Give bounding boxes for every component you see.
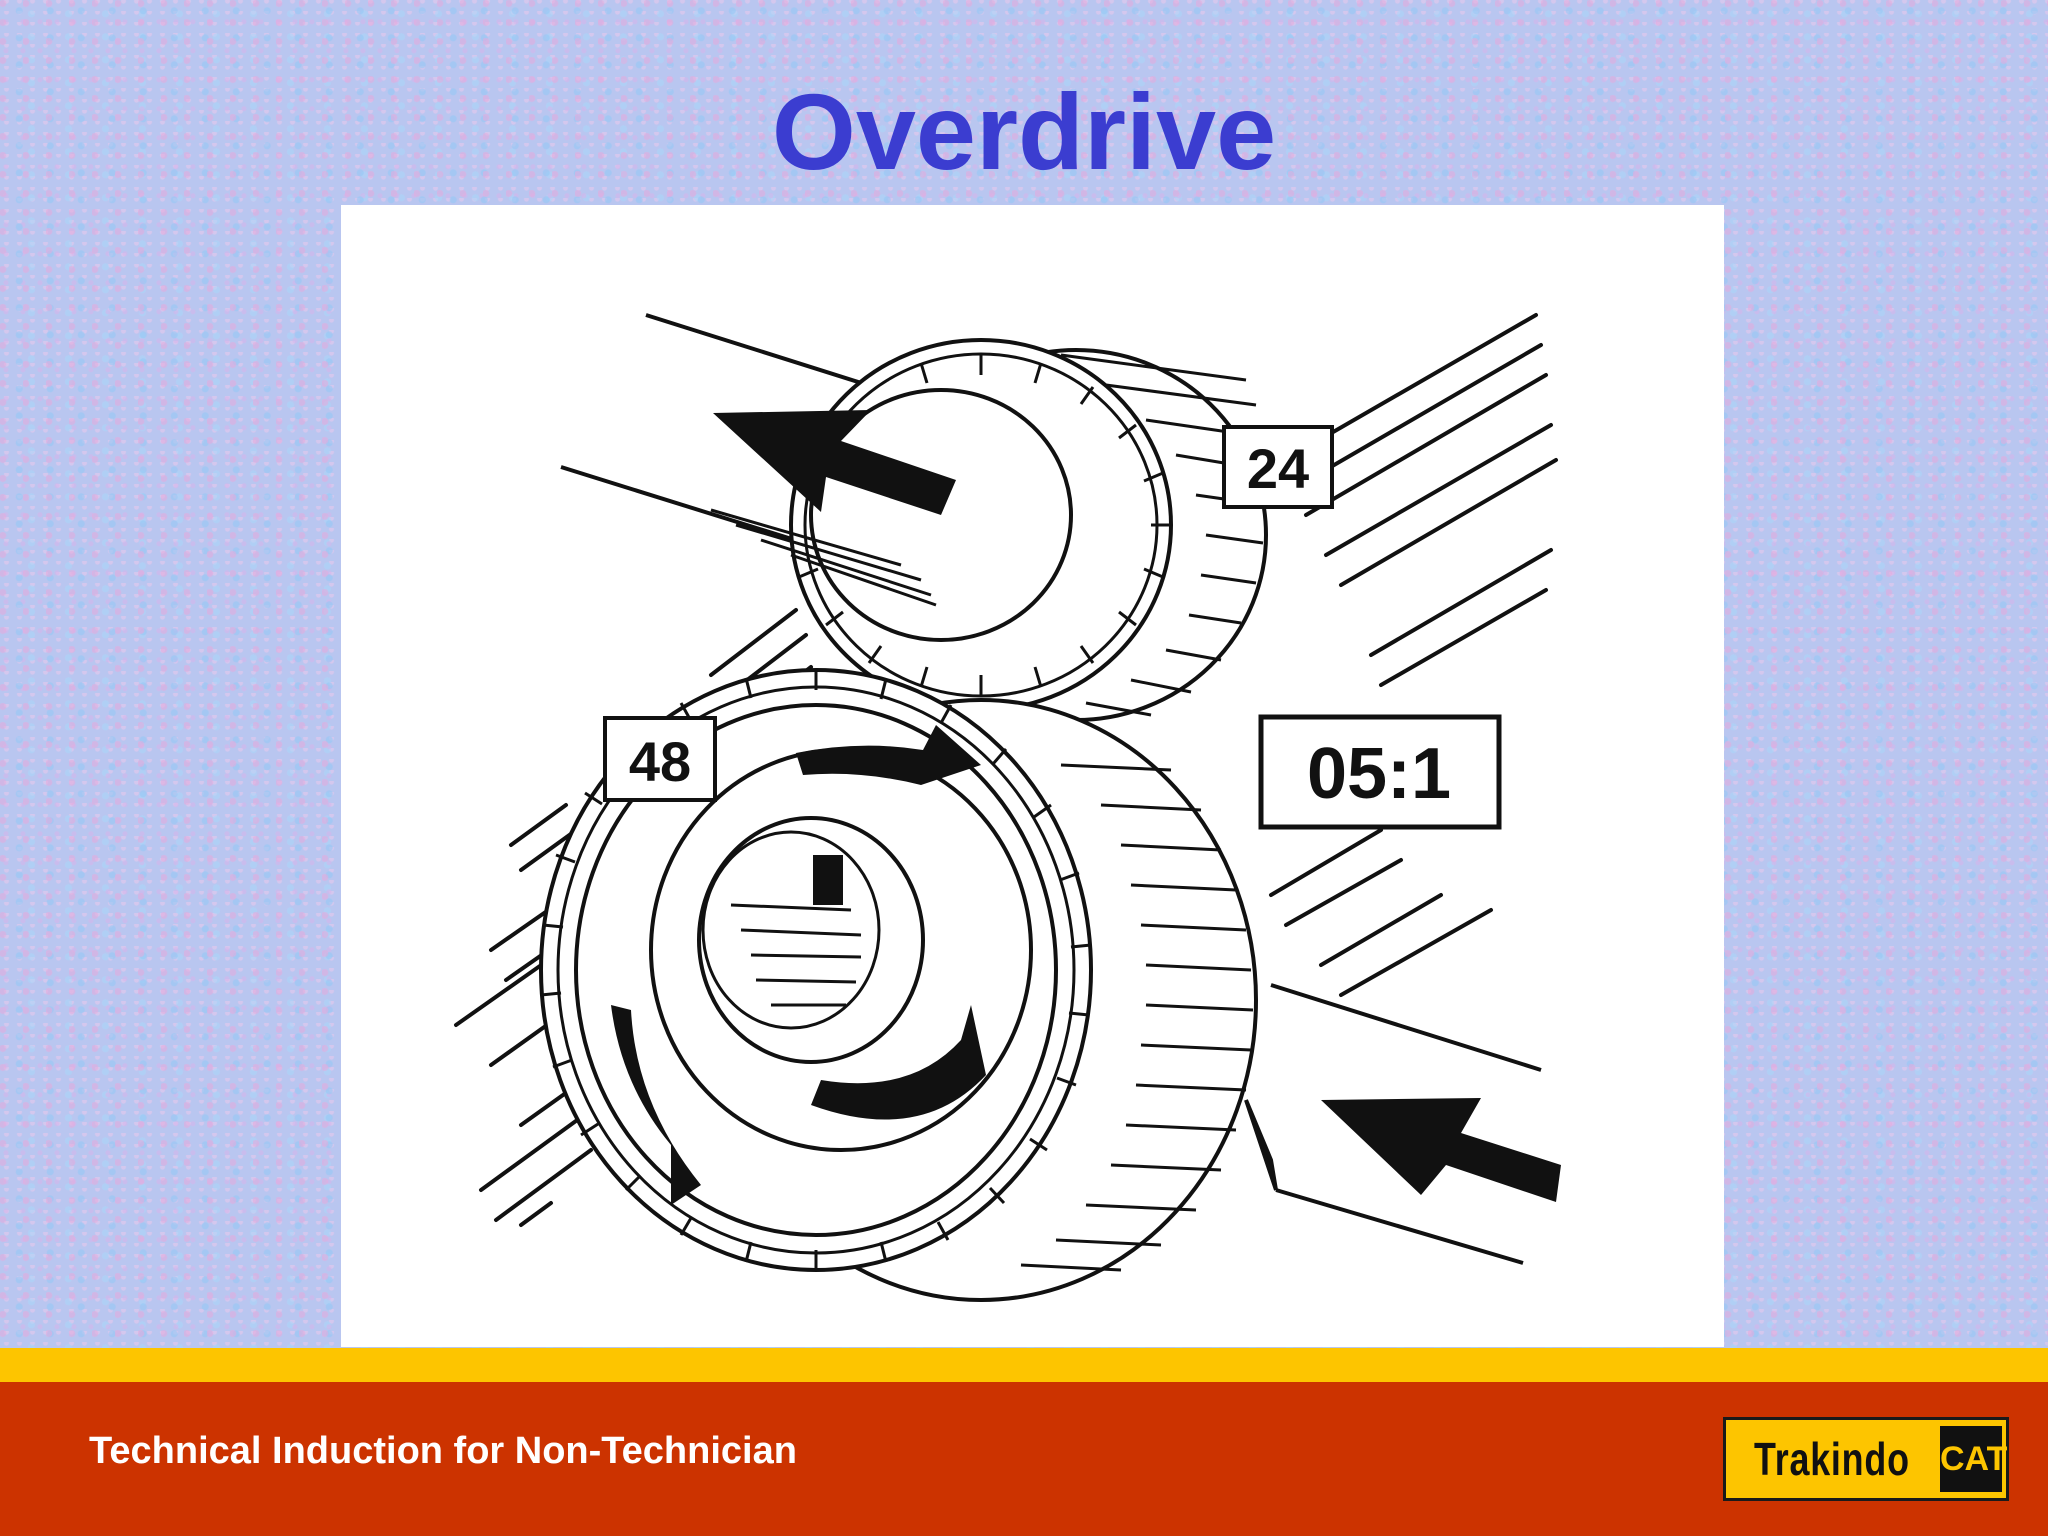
- footer-text: Technical Induction for Non-Technician: [89, 1430, 797, 1472]
- small-gear-teeth-value: 24: [1247, 437, 1309, 500]
- small-gear-teeth-label: 24: [1222, 425, 1334, 509]
- input-direction-arrow: [1321, 1098, 1561, 1202]
- gear-diagram: 24 48 05:1: [341, 205, 1724, 1347]
- footer-stripe: [0, 1348, 2048, 1382]
- footer-bar: Technical Induction for Non-Technician T…: [0, 1382, 2048, 1536]
- small-gear: [789, 338, 1268, 722]
- gear-ratio-label: 05:1: [1258, 714, 1502, 830]
- large-gear-teeth-value: 48: [629, 730, 691, 793]
- input-shaft: [1244, 983, 1542, 1265]
- output-direction-arrow: [713, 410, 956, 515]
- logo-brand-name: Trakindo: [1754, 1433, 1910, 1485]
- gear-ratio-value: 05:1: [1307, 734, 1451, 814]
- slide-title: Overdrive: [771, 71, 1277, 192]
- rotation-indicator: [611, 725, 986, 1205]
- shaft-hatching: [710, 508, 937, 607]
- large-gear-teeth-label: 48: [603, 716, 717, 802]
- hub-hatching: [730, 903, 862, 1007]
- trakindo-cat-logo: Trakindo CAT: [1723, 1417, 2009, 1501]
- logo-cat-mark: CAT: [1940, 1426, 2007, 1492]
